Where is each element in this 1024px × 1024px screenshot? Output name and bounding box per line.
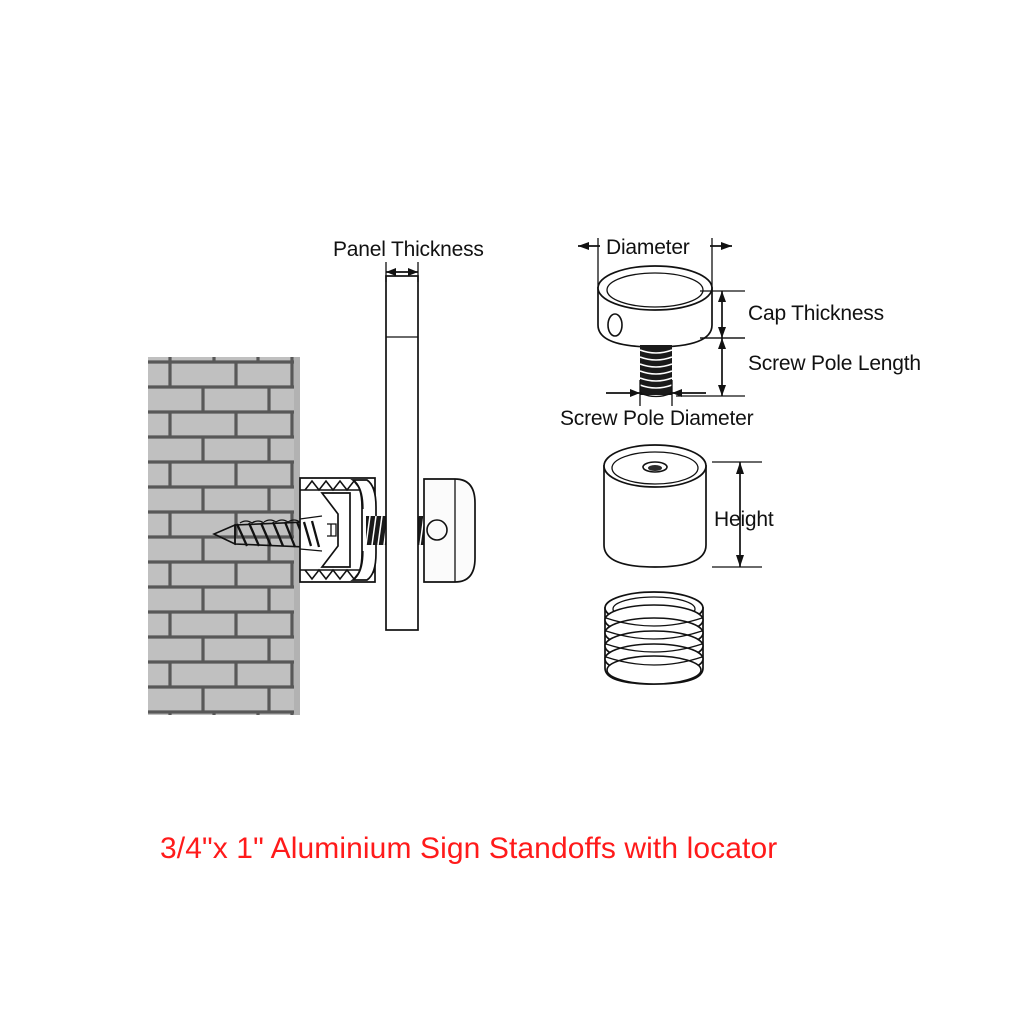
inner-shank-top: [299, 515, 323, 520]
locator-washer-body: [350, 479, 377, 581]
height-dimension: [712, 461, 762, 568]
panel-arrow-right: [408, 268, 418, 276]
locator-coil-rings: [604, 604, 704, 685]
brick-wall-edge-shade: [294, 357, 300, 715]
assembly-cap-body: [423, 478, 476, 583]
screw-pole-diameter-label: Screw Pole Diameter: [560, 407, 754, 430]
screw-head-slot: [327, 523, 337, 537]
barrel-part-body: [603, 465, 707, 568]
diameter-dimension: [578, 238, 732, 292]
standoff-barrel-part: [603, 444, 707, 568]
pole-dia-arrow-left: [630, 389, 640, 397]
inner-shank-bottom: [299, 548, 323, 552]
assembly-cap-set-screw-hole: [426, 519, 448, 541]
panel-arrow-left: [386, 268, 396, 276]
locator-coil-part: [604, 591, 704, 685]
screw-pole-diameter-dimension: [606, 380, 706, 406]
screw-pole-threads: [639, 349, 673, 389]
cap-thickness-arrow-bottom: [718, 327, 726, 338]
barrel-threaded-hole-inner: [648, 465, 662, 471]
pole-length-arrow-top: [718, 338, 726, 349]
cap-thickness-arrow-top: [718, 291, 726, 302]
inner-shank-threads: [302, 520, 321, 548]
diameter-label: Diameter: [606, 236, 690, 259]
diameter-arrow-left: [578, 242, 589, 250]
caption-label: 3/4"x 1" Aluminium Sign Standoffs with l…: [160, 832, 777, 865]
panel-thickness-dimension: [385, 262, 419, 282]
panel-thickness-label: Panel Thickness: [333, 238, 484, 261]
height-arrow-top: [736, 462, 744, 474]
pole-dia-arrow-right: [672, 389, 682, 397]
cap-with-screw-pole-part: [597, 265, 713, 398]
height-arrow-bottom: [736, 555, 744, 567]
barrel-part-top-ring: [611, 451, 699, 485]
sign-panel-body: [385, 275, 419, 631]
cap-top-inner-ring: [606, 272, 704, 308]
screw-pole-length-dimension: [676, 337, 745, 397]
locator-rib-2: [356, 550, 364, 577]
height-label: Height: [714, 508, 774, 531]
diameter-arrow-right: [721, 242, 732, 250]
cap-set-screw-hole: [607, 313, 623, 337]
brick-mortar-pattern: [148, 357, 300, 715]
cap-thickness-label: Cap Thickness: [748, 302, 884, 325]
screw-tip: [212, 523, 236, 546]
brick-wall: [148, 357, 300, 715]
locator-rib-1: [356, 483, 364, 510]
sign-panel: [385, 275, 419, 631]
assembly-cap: [423, 478, 476, 583]
pole-length-arrow-bottom: [718, 385, 726, 396]
screw-pole-bottom-edge: [639, 392, 673, 398]
barrel-threaded-hole-outer: [642, 461, 668, 473]
countersunk-screw-head: [320, 492, 351, 568]
screw-pole-length-label: Screw Pole Length: [748, 352, 921, 375]
locator-washer-assembly: [350, 479, 377, 581]
locator-coil-ring-highlights: [605, 617, 703, 666]
